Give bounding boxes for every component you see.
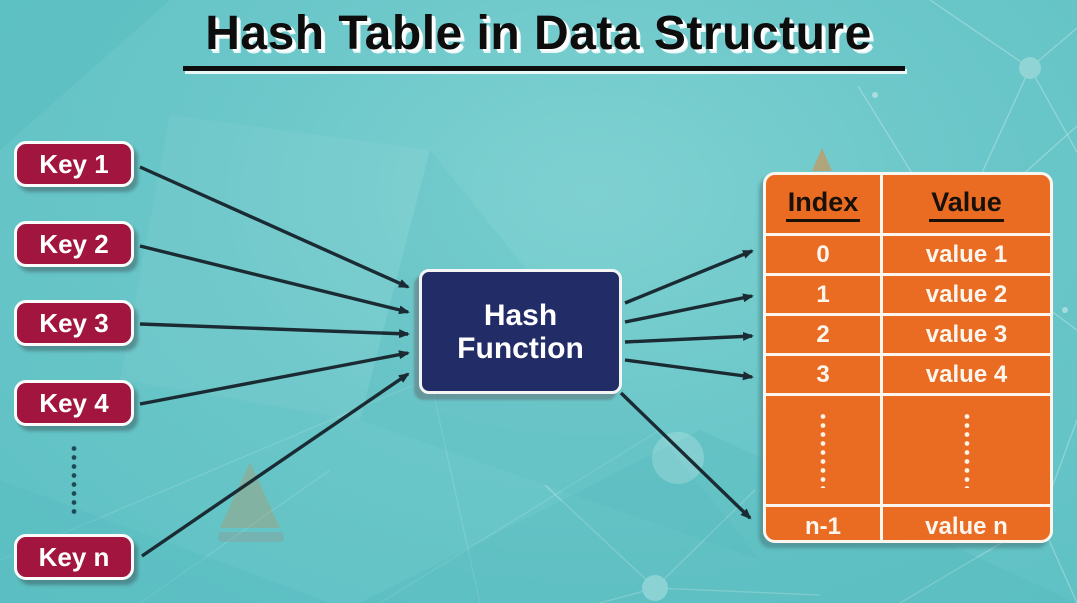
index-cell: n-1 — [766, 507, 883, 540]
arrow-key1-to-hash — [139, 165, 410, 289]
arrow-hash-to-row1 — [624, 293, 754, 324]
value-cell: value 4 — [925, 360, 1008, 388]
index-cell: 3 — [766, 356, 883, 393]
key-box-4: Key 4 — [14, 380, 134, 426]
table-header-row: Index Value — [766, 175, 1050, 233]
index-cell: 2 — [766, 316, 883, 353]
key-n-label: Key n — [38, 541, 110, 572]
table-row-n-1: n-1 value n — [766, 504, 1050, 540]
arrow-hash-to-row0 — [624, 249, 754, 305]
key-box-2: Key 2 — [14, 221, 134, 267]
index-cell: 1 — [766, 276, 883, 313]
value-cell: value 2 — [925, 280, 1008, 308]
arrow-key2-to-hash — [139, 244, 410, 315]
hash-function-label-line1: Hash — [483, 298, 558, 332]
hash-table: Index Value 0 value 1 1 value 2 2 value … — [763, 172, 1053, 543]
hash-function-box: Hash Function — [419, 269, 622, 394]
keys-vertical-ellipsis — [71, 444, 77, 516]
index-column-header: Index — [785, 187, 861, 222]
key-1-label: Key 1 — [39, 148, 109, 179]
value-cell: value n — [925, 512, 1008, 540]
value-column-header: Value — [929, 187, 1004, 222]
key-4-label: Key 4 — [39, 387, 109, 418]
table-row-1: 1 value 2 — [766, 273, 1050, 313]
table-row-2: 2 value 3 — [766, 313, 1050, 353]
key-3-label: Key 3 — [39, 307, 109, 338]
value-cell: value 1 — [925, 240, 1008, 268]
key-box-1: Key 1 — [14, 141, 134, 187]
table-row-3: 3 value 4 — [766, 353, 1050, 393]
key-box-n: Key n — [14, 534, 134, 580]
arrow-hash-to-rown — [619, 391, 752, 520]
key-box-3: Key 3 — [14, 300, 134, 346]
table-row-0: 0 value 1 — [766, 233, 1050, 273]
table-ellipsis-row — [766, 393, 1050, 504]
value-vertical-ellipsis — [963, 412, 970, 488]
arrow-key4-to-hash — [139, 350, 410, 406]
key-2-label: Key 2 — [39, 228, 109, 259]
arrow-key3-to-hash — [139, 322, 410, 339]
hash-function-label-line2: Function — [457, 331, 584, 365]
title-underline — [183, 66, 905, 71]
index-vertical-ellipsis — [820, 412, 826, 488]
arrow-hash-to-row3 — [624, 358, 754, 381]
page-title: Hash Table in Data Structure — [205, 7, 872, 60]
value-cell: value 3 — [925, 320, 1008, 348]
arrow-keyn-to-hash — [141, 372, 410, 558]
index-cell: 0 — [766, 236, 883, 273]
arrow-hash-to-row2 — [624, 331, 754, 344]
